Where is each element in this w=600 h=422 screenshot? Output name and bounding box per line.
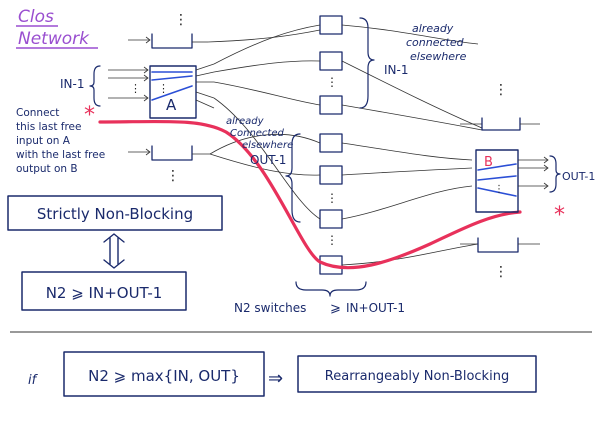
title-line-1: Clos (18, 7, 54, 27)
svg-text:⋮: ⋮ (326, 191, 338, 205)
brace-right-top (359, 17, 375, 109)
connect-note-line-5: output on B (16, 163, 78, 175)
output-switch-top: ⋮ (460, 82, 540, 131)
brace-mid (285, 133, 301, 223)
already-connected-right-1: already (412, 22, 454, 35)
svg-text:⋮: ⋮ (494, 82, 508, 98)
output-switch-bottom: ⋮ (460, 237, 540, 280)
already-connected-right-2: connected (406, 36, 465, 49)
if-label: if (28, 373, 39, 388)
in-minus-1-left-label: IN-1 (60, 77, 84, 91)
double-vertical-arrow-icon (103, 233, 125, 269)
input-switch-a: ⋮ ⋮ A IN-1 (60, 63, 215, 119)
middle-stage: ⋮ ⋮ ⋮ (319, 15, 343, 275)
strict-condition-text: N2 ⩾ IN+OUT-1 (46, 284, 163, 302)
highlight-path-free-route (98, 119, 522, 270)
connect-note-line-1: Connect (16, 107, 59, 119)
free-output-asterisk-icon: * (554, 203, 565, 228)
in-minus-1-right-label: IN-1 (384, 63, 408, 77)
n2-geq-symbol: ⩾ (330, 301, 341, 316)
strict-condition-box (21, 271, 187, 311)
n2-switches-text: N2 switches (234, 301, 306, 315)
svg-text:⋮: ⋮ (494, 264, 508, 280)
out-minus-1-right-label: OUT-1 (562, 170, 595, 183)
connect-note-line-3: input on A (16, 135, 71, 147)
svg-text:⋮: ⋮ (158, 82, 169, 95)
brace-bottom (295, 281, 367, 297)
svg-text:⋮: ⋮ (174, 12, 188, 28)
switch-a-label: A (166, 96, 177, 114)
rearrangeable-result-text: Rearrangeably Non-Blocking (325, 369, 509, 384)
switch-b-box (475, 149, 519, 213)
strictly-non-blocking-box (7, 195, 223, 231)
already-connected-right-3: elsewhere (410, 50, 467, 63)
a-to-middle-links (207, 24, 321, 220)
n2-switches-label: N2 switches ⩾ IN+OUT-1 (234, 301, 405, 316)
output-switch-b: B ⋮ OUT-1 (475, 149, 595, 213)
already-connected-mid-3: elsewhere (242, 140, 293, 151)
already-connected-mid-1: already (226, 116, 265, 127)
connect-note-line-2: this last free (16, 121, 81, 133)
rearrangeable-condition-text: N2 ⩾ max{IN, OUT} (88, 367, 240, 385)
out-minus-1-mid-label: OUT-1 (250, 153, 286, 167)
connect-note: Connect this last free input on A with t… (16, 107, 105, 175)
rearrangeable-condition-box (63, 351, 265, 397)
strictly-non-blocking-text: Strictly Non-Blocking (37, 205, 193, 223)
already-connected-mid-2: Connected (230, 128, 285, 139)
implies-arrow-icon: ⇒ (268, 368, 283, 389)
svg-text:⋮: ⋮ (494, 184, 504, 195)
n2-in-out-text: IN+OUT-1 (346, 301, 405, 315)
svg-text:⋮: ⋮ (326, 75, 338, 89)
connect-note-line-4: with the last free (16, 149, 105, 161)
switch-b-label: B (484, 155, 493, 170)
free-input-asterisk-icon: * (84, 103, 95, 128)
rearrangeable-result-box (297, 355, 537, 393)
svg-text:⋮: ⋮ (130, 82, 141, 95)
svg-text:⋮: ⋮ (326, 233, 338, 247)
input-switch-top: ⋮ (128, 12, 208, 49)
input-switch-bottom: ⋮ (128, 145, 210, 184)
title-line-2: Network (18, 29, 90, 49)
svg-text:⋮: ⋮ (166, 168, 180, 184)
